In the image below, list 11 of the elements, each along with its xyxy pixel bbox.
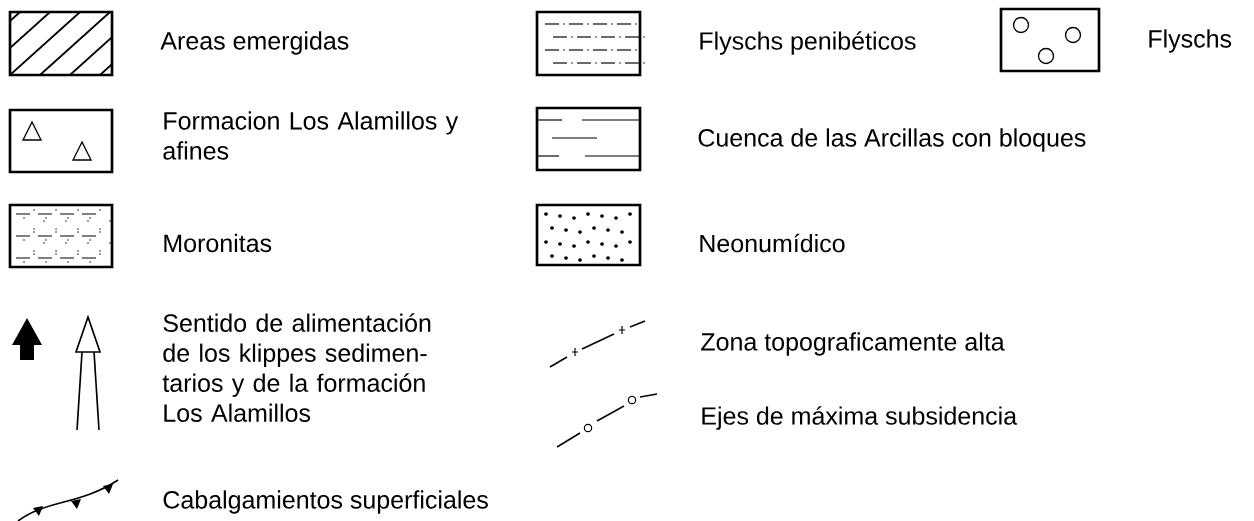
- legend-label: Areas emergidas: [160, 31, 349, 55]
- legend-label: Cabalgamientos superficiales: [163, 490, 488, 514]
- legend-label: Formacion Los Alamillos y afines: [163, 111, 459, 160]
- legend-label: Flyschs: [1149, 29, 1232, 53]
- legend-label: Cuenca de las Arcillas con bloques: [698, 128, 1086, 152]
- legend-label: Neonumídico: [700, 233, 845, 253]
- legend-label: Moronitas: [164, 233, 272, 253]
- legend-label: Zona topograficamente alta: [701, 332, 1005, 356]
- legend-label: Sentido de alimentación de los klippes sedimen- tarios y de la formación Los Alamillos: [162, 313, 431, 422]
- legend-label: Flyschs penibéticos: [700, 31, 916, 55]
- legend-label: Ejes de máxima subsidencia: [702, 406, 1018, 430]
